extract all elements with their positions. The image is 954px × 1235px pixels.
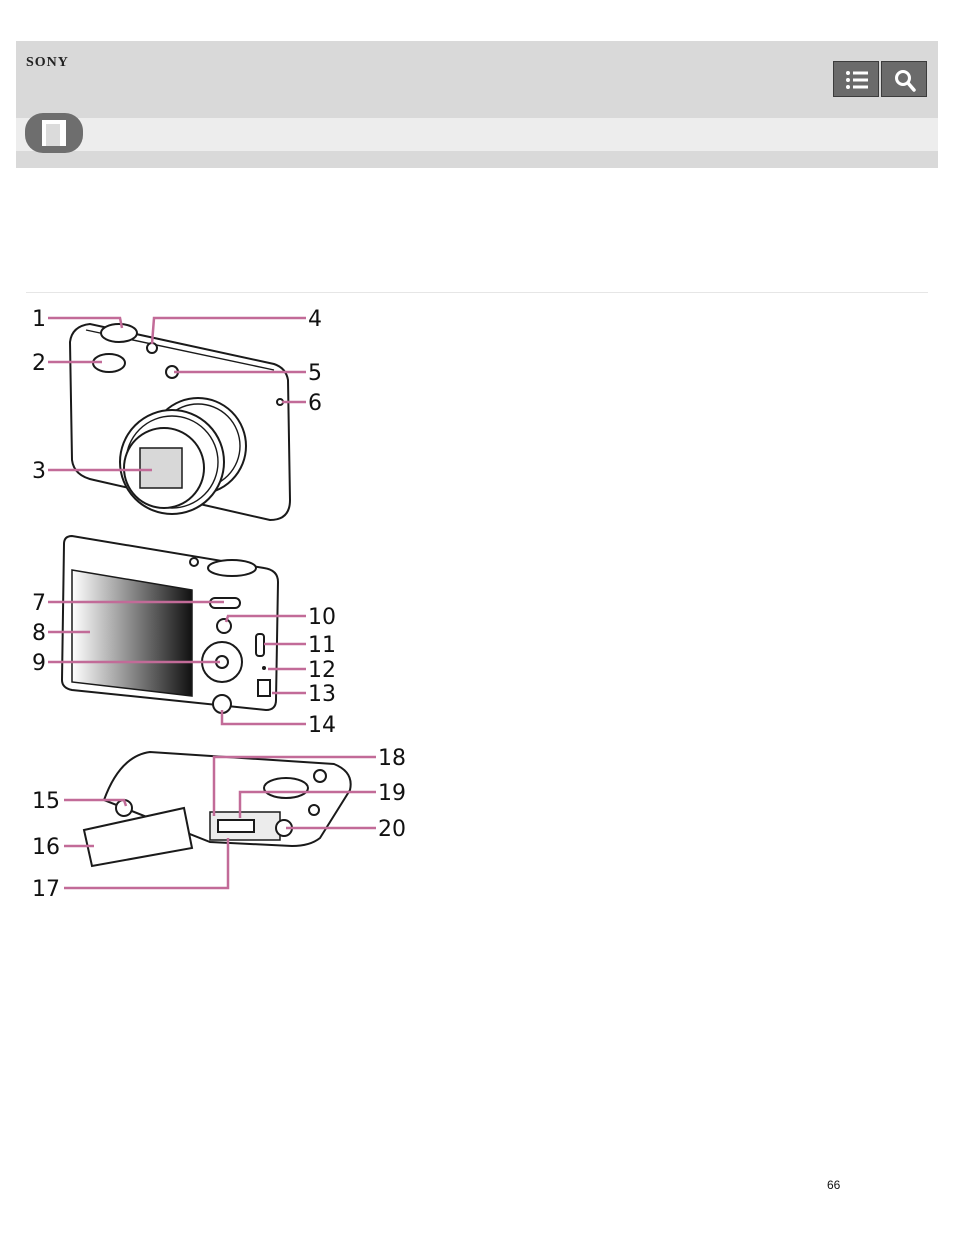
callout-19: 19 [378,781,406,806]
top-header: SONY [16,41,938,118]
divider [26,292,928,293]
camera-parts-diagram: 1 2 3 4 5 6 7 8 9 10 11 12 13 14 15 16 1… [24,300,424,900]
callout-8: 8 [32,621,46,646]
brand-logo: SONY [26,55,69,71]
magnifier-icon [882,62,928,98]
callout-7: 7 [32,591,46,616]
callout-3: 3 [32,459,46,484]
search-button[interactable] [881,61,927,97]
section-bar [16,118,938,151]
page-number: 66 [827,1178,840,1192]
callout-2: 2 [32,351,46,376]
section-bar-bottom [16,151,938,168]
camera-back-illustration [62,536,278,713]
callout-6: 6 [308,391,322,416]
callout-17: 17 [32,877,60,900]
callout-13: 13 [308,682,336,707]
callout-1: 1 [32,307,46,332]
toc-button[interactable] [833,61,879,97]
callout-5: 5 [308,361,322,386]
camera-front-illustration [70,324,290,520]
callout-12: 12 [308,658,336,683]
callout-10: 10 [308,605,336,630]
book-icon [24,112,86,154]
callout-4: 4 [308,307,322,332]
callout-15: 15 [32,789,60,814]
callout-11: 11 [308,633,336,658]
callout-20: 20 [378,817,406,842]
callout-9: 9 [32,651,46,676]
callout-14: 14 [308,713,336,738]
callout-16: 16 [32,835,60,860]
callout-18: 18 [378,746,406,771]
camera-bottom-illustration [84,752,351,866]
list-icon [834,62,880,98]
